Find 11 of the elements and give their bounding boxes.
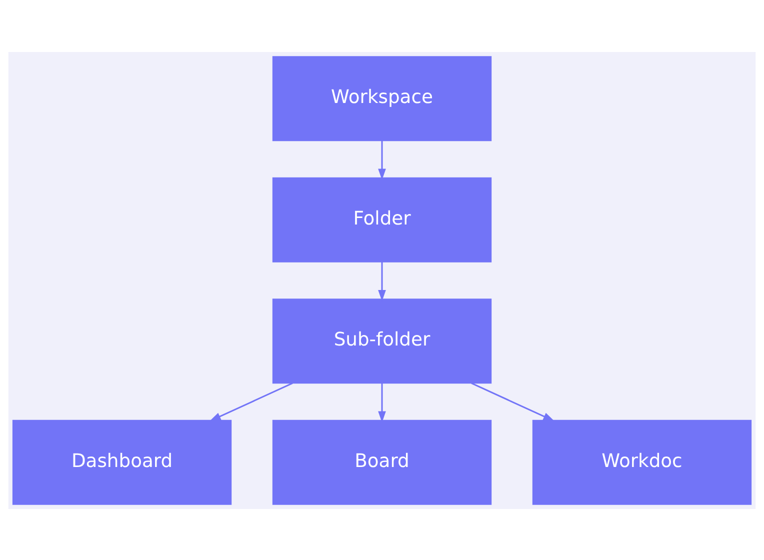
arrow bbox=[471, 382, 554, 421]
node-box: Workdoc bbox=[532, 419, 752, 504]
arrow bbox=[378, 382, 386, 422]
arrow bbox=[210, 382, 293, 421]
node-box: Sub-folder bbox=[272, 298, 492, 384]
node-box: Board bbox=[272, 419, 492, 504]
node-box: Workspace bbox=[272, 56, 492, 141]
node-box: Dashboard bbox=[12, 419, 232, 504]
arrow bbox=[378, 261, 386, 301]
arrow bbox=[378, 140, 386, 180]
node-box: Folder bbox=[272, 176, 492, 262]
